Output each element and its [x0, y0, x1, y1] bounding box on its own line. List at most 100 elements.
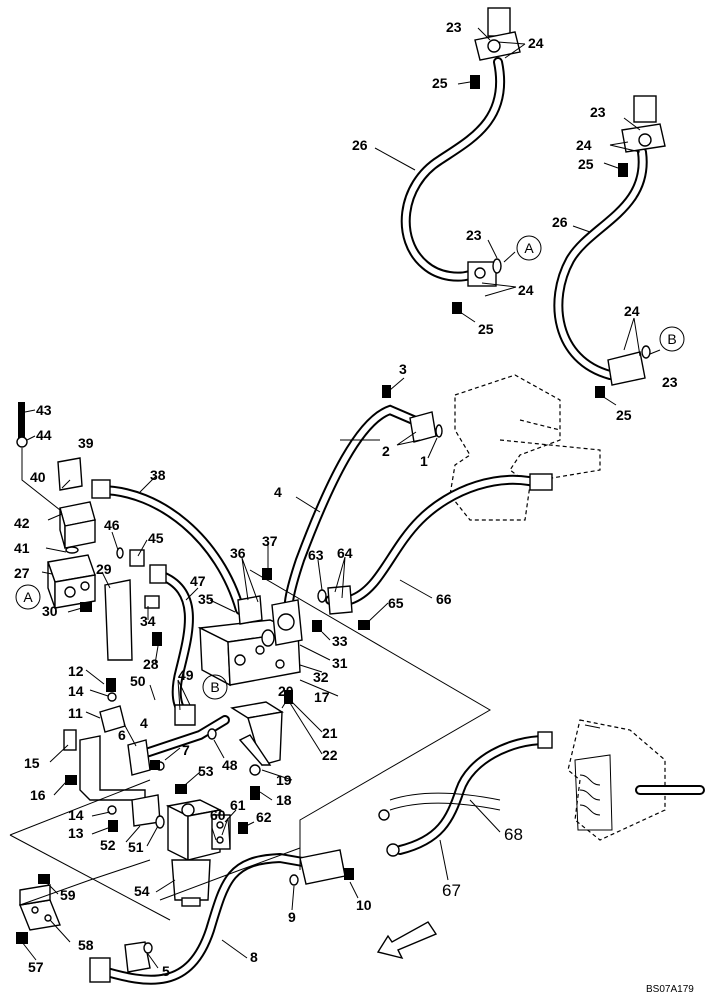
label-51: 51 [128, 839, 144, 855]
label-42: 42 [14, 515, 30, 531]
label-60: 60 [210, 807, 226, 823]
reference-b-center: B [202, 674, 228, 700]
svg-text:B: B [667, 331, 676, 347]
control-valve-lower [567, 719, 705, 841]
bolt-65 [358, 620, 370, 630]
label-49: 49 [178, 667, 194, 683]
label-23b: 23 [466, 227, 482, 243]
bracket-15 [63, 678, 217, 801]
bolt-28 [152, 632, 162, 646]
bracket-29 [104, 579, 133, 661]
label-5: 5 [162, 963, 170, 979]
bolt-25-right [618, 163, 628, 177]
control-valve-outline [449, 374, 601, 521]
label-44: 44 [36, 427, 52, 443]
bolt-3 [382, 385, 391, 398]
bolt-59 [38, 874, 50, 884]
fitting-67 [537, 731, 553, 749]
svg-text:B: B [210, 679, 219, 695]
part-labels: 23 24 25 26 23 24 25 23 24 25 26 24 23 2… [14, 19, 678, 979]
label-43: 43 [36, 402, 52, 418]
label-26: 26 [352, 137, 368, 153]
label-18: 18 [276, 792, 292, 808]
label-40: 40 [30, 469, 46, 485]
label-68: 68 [504, 825, 523, 844]
label-53: 53 [198, 763, 214, 779]
bolt-57 [16, 932, 28, 944]
label-36: 36 [230, 545, 246, 561]
fitting-upper [487, 7, 511, 37]
hose-66 [317, 473, 553, 630]
hose-26-upper [400, 7, 521, 314]
filter-54 [107, 784, 248, 907]
leader-lines [21, 27, 661, 969]
bolt-16 [65, 775, 77, 785]
label-35: 35 [198, 591, 214, 607]
o-ring-41 [65, 546, 79, 554]
label-11: 11 [68, 705, 83, 721]
label-29: 29 [96, 561, 112, 577]
o-ring-23 [492, 258, 502, 274]
valve-block [197, 568, 322, 687]
o-ring-46 [116, 547, 124, 559]
bolt-37 [262, 568, 272, 580]
bolt-33 [312, 620, 322, 632]
label-41: 41 [14, 540, 30, 556]
bolt-7 [150, 760, 160, 770]
bolt-13 [108, 820, 118, 832]
label-4: 4 [274, 484, 282, 500]
o-ring-1 [435, 424, 443, 438]
frame-lines [9, 439, 491, 921]
label-20: 20 [278, 683, 294, 699]
pipe-8 [89, 849, 354, 985]
label-23c: 23 [590, 104, 606, 120]
bolt-12 [106, 678, 116, 692]
label-38: 38 [150, 467, 166, 483]
fitting-39 [57, 457, 83, 491]
fitting-45b [129, 549, 145, 567]
label-13: 13 [68, 825, 84, 841]
label-26b: 26 [552, 214, 568, 230]
label-57: 57 [28, 959, 44, 975]
label-45: 45 [148, 530, 164, 546]
label-2: 2 [382, 443, 390, 459]
reference-a-left: A [15, 584, 41, 610]
label-48: 48 [222, 757, 238, 773]
label-25b: 25 [478, 321, 494, 337]
hose-26-right [553, 95, 666, 398]
label-65: 65 [388, 595, 404, 611]
washer-14b [107, 805, 117, 815]
fitting-66 [529, 473, 553, 491]
fitting-8 [89, 957, 111, 983]
drawing-code: BS07A179 [646, 984, 694, 995]
fitting-right [633, 95, 657, 123]
label-33: 33 [332, 633, 348, 649]
o-ring-51 [155, 815, 165, 829]
bolt-25-right-lower [595, 386, 605, 398]
label-17: 17 [314, 689, 330, 705]
label-24: 24 [528, 35, 544, 51]
label-25d: 25 [616, 407, 632, 423]
label-12: 12 [68, 663, 84, 679]
hose-38 [91, 479, 245, 615]
washer-14 [107, 692, 117, 702]
label-24b: 24 [518, 282, 534, 298]
bolt-10 [344, 868, 354, 880]
label-54: 54 [134, 883, 150, 899]
label-25c: 25 [578, 156, 594, 172]
label-14b: 14 [68, 807, 84, 823]
direction-arrow-icon [376, 921, 438, 960]
label-22: 22 [322, 747, 338, 763]
label-21: 21 [322, 725, 338, 741]
label-64: 64 [337, 545, 353, 561]
flange-6 [127, 739, 151, 776]
reference-b-upper: B [659, 326, 685, 352]
label-58: 58 [78, 937, 94, 953]
bolt-30 [80, 602, 92, 612]
flange-9 [299, 849, 346, 885]
flange-64 [327, 585, 353, 615]
label-24c: 24 [576, 137, 592, 153]
left-valve-stack [16, 402, 162, 661]
bolt-25 [470, 75, 480, 89]
